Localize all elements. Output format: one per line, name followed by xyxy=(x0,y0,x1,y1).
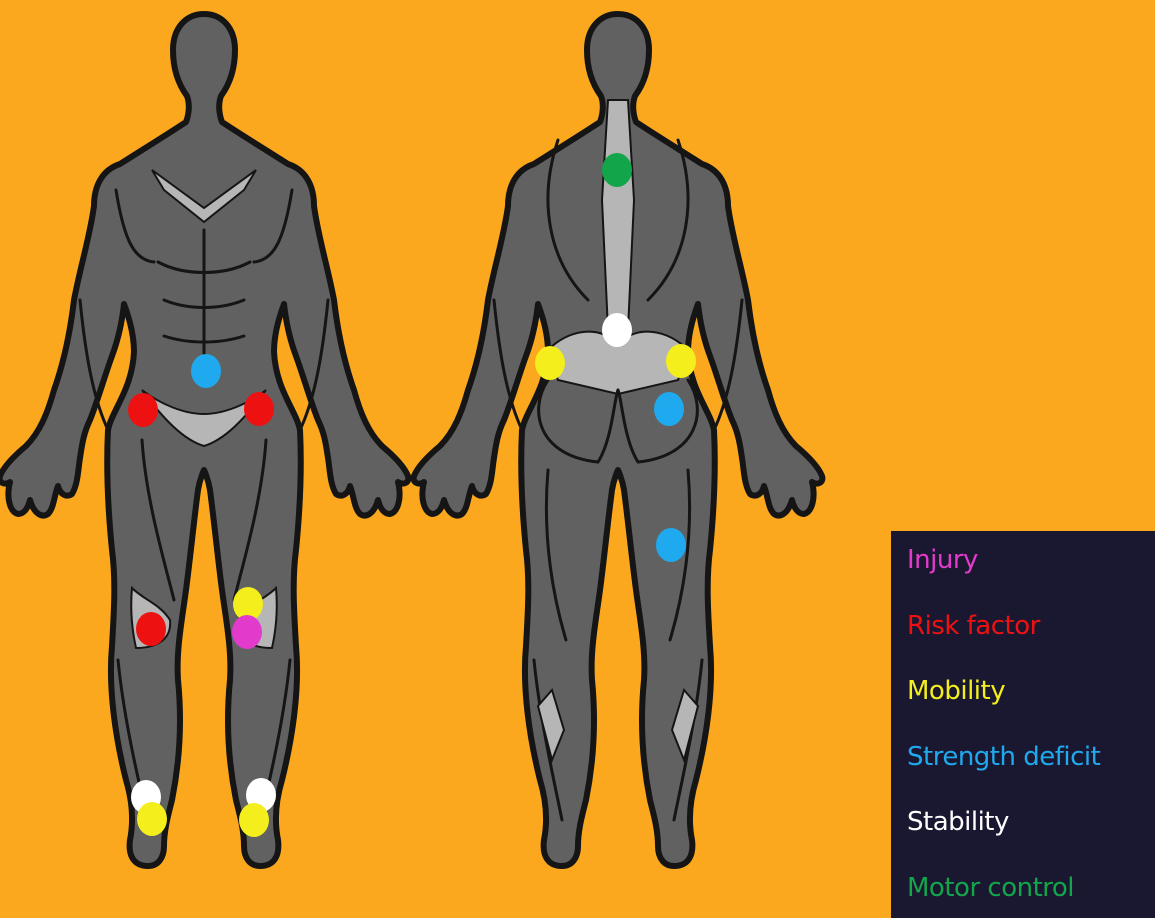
front-marker-left-ankle-lower xyxy=(239,803,269,837)
front-marker-lower-abdomen xyxy=(191,354,221,388)
back-marker-right-glute xyxy=(654,392,684,426)
legend-item-stability: Stability xyxy=(907,807,1009,837)
back-marker-right-hamstring xyxy=(656,528,686,562)
front-marker-left-knee xyxy=(232,615,262,649)
front-marker-right-hip xyxy=(128,393,158,427)
back-marker-lower-back xyxy=(602,313,632,347)
front-marker-left-hip xyxy=(244,392,274,426)
legend-panel: Injury Risk factor Mobility Strength def… xyxy=(891,531,1155,918)
front-figure xyxy=(0,14,408,866)
back-marker-left-hip xyxy=(535,346,565,380)
legend-item-strength-deficit: Strength deficit xyxy=(907,742,1100,772)
front-marker-right-ankle-lower xyxy=(137,802,167,836)
legend-item-risk-factor: Risk factor xyxy=(907,611,1040,641)
legend-item-injury: Injury xyxy=(907,545,978,575)
front-marker-right-knee xyxy=(136,612,166,646)
back-figure xyxy=(414,14,823,866)
legend-item-motor-control: Motor control xyxy=(907,873,1074,903)
back-marker-upper-spine xyxy=(602,153,632,187)
legend-item-mobility: Mobility xyxy=(907,676,1005,706)
back-marker-right-hip xyxy=(666,344,696,378)
